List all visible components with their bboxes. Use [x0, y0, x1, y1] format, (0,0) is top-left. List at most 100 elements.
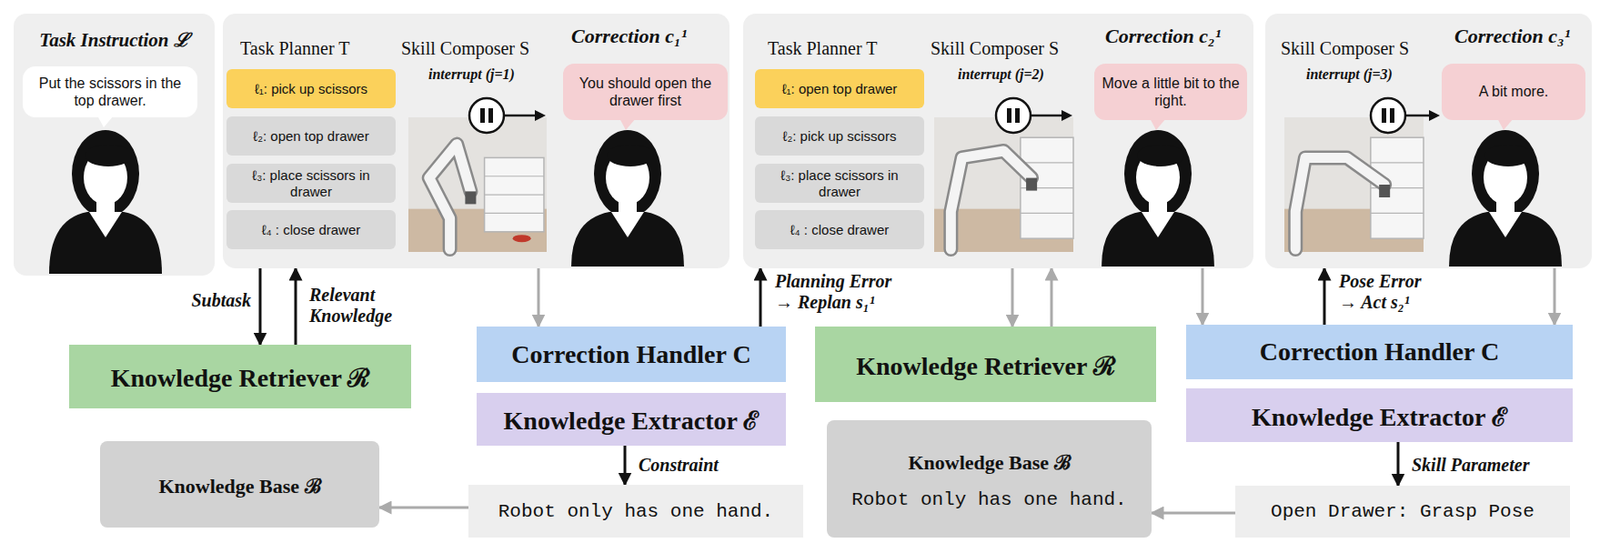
- resume-arrow: [1030, 114, 1064, 118]
- robot-gripper: [1378, 184, 1390, 198]
- drawer-unit: [1020, 137, 1074, 239]
- resume-arrow-head: [1428, 110, 1440, 121]
- panel-heading: Task Planner T: [767, 38, 877, 60]
- edge-label: Constraint: [638, 454, 757, 476]
- drawer-line: [484, 194, 544, 196]
- person-body: [571, 211, 685, 267]
- person-hair: [1471, 130, 1540, 218]
- panel-heading: Task Planner T: [240, 38, 350, 60]
- person-hair: [1124, 130, 1192, 218]
- stage-panel: Task Planner T Skill Composer S interrupt …: [222, 13, 730, 269]
- knowledge-text: Robot only has one hand.: [498, 501, 774, 523]
- knowledge-text: Open Drawer: Grasp Pose: [1270, 501, 1535, 523]
- arrow-connector: [1050, 268, 1054, 327]
- pause-bar: [1006, 108, 1012, 123]
- pause-bar: [488, 108, 494, 123]
- subtask-box: ℓ₃: place scissors in drawer: [226, 163, 396, 203]
- module-title: Knowledge Base ℬ: [158, 471, 321, 499]
- knowledge-entry-box: Open Drawer: Grasp Pose: [1235, 485, 1570, 538]
- person-body: [1101, 211, 1215, 267]
- resume-arrow: [1405, 114, 1431, 118]
- correction-heading: Correction c₂¹: [1105, 24, 1221, 49]
- person-fringe: [84, 144, 132, 167]
- knowledge-text: Robot only has one hand.: [851, 489, 1127, 511]
- person-body: [1449, 211, 1562, 267]
- drawer-line: [1020, 212, 1074, 214]
- arrow-connector: [537, 268, 541, 327]
- person-fringe: [606, 144, 655, 167]
- arrow-connector: [1201, 268, 1205, 325]
- stage-panel: Skill Composer Sinterrupt (j=3)Correctio…: [1265, 13, 1592, 269]
- subtask-text: ℓ₂: open top drawer: [252, 128, 369, 144]
- correction-heading: Correction c₁¹: [571, 24, 687, 49]
- panel-heading: Skill Composer S: [401, 38, 530, 60]
- panel-illustration: [13, 13, 215, 276]
- drawer-line: [484, 175, 544, 177]
- pause-icon: [996, 98, 1031, 133]
- module-box: Knowledge Retriever ℛ: [815, 326, 1157, 403]
- stage-panel: Task Instruction ℒ Put the scissors in th…: [13, 13, 215, 276]
- resume-arrow-head: [1061, 110, 1073, 121]
- drawer-line: [484, 212, 544, 214]
- arrow-connector: [1397, 442, 1400, 486]
- person-collar: [89, 211, 122, 238]
- utterance-text: Move a little bit to the right.: [1101, 74, 1240, 110]
- resume-arrow-head: [534, 110, 546, 121]
- person-collar: [1141, 211, 1175, 238]
- edge-label: Relevant Knowledge: [309, 284, 428, 327]
- edge-label: Skill Parameter: [1411, 454, 1571, 476]
- module-box: Correction Handler C: [476, 326, 786, 383]
- robot-arm: [950, 150, 1032, 250]
- panel-heading: Task Instruction ℒ: [19, 26, 210, 52]
- robot-arm-outline: [1295, 157, 1385, 250]
- robot-gripper: [1026, 178, 1037, 192]
- person-hair: [71, 130, 140, 218]
- edge-label: Pose Error → Act s₂¹: [1338, 271, 1441, 313]
- arrow-connector: [759, 268, 763, 327]
- speech-bubble: Move a little bit to the right.: [1094, 63, 1248, 121]
- subtask-text: ℓ₁: pick up scissors: [254, 80, 368, 97]
- robot-arm-outline: [429, 144, 472, 250]
- robot-arm: [1295, 157, 1385, 250]
- drawer-unit: [484, 157, 544, 232]
- person-body: [49, 211, 162, 274]
- module-title: Knowledge Extractor ℰ: [1251, 398, 1508, 433]
- subtask-box: ℓ₃: place scissors in drawer: [754, 163, 925, 203]
- photo-wall: [934, 117, 1074, 252]
- pause-bar: [1389, 108, 1395, 123]
- module-box: Correction Handler C: [1186, 324, 1573, 380]
- subtask-text: ℓ₁: open top drawer: [782, 80, 898, 97]
- module-box: Knowledge Extractor ℰ: [476, 392, 786, 446]
- person-collar: [611, 211, 645, 238]
- pause-bar: [1381, 108, 1387, 123]
- pause-icon: [469, 98, 504, 133]
- module-title: Knowledge Retriever ℛ: [110, 359, 371, 394]
- arrow-connector: [1011, 268, 1015, 327]
- speech-bubble: Put the scissors in the top drawer.: [22, 66, 198, 118]
- module-title: Correction Handler C: [511, 340, 751, 370]
- arrow-connector: [259, 268, 262, 345]
- knowledge-base-box: Knowledge Base ℬ: [100, 441, 380, 528]
- utterance-text: You should open the drawer first: [570, 74, 721, 110]
- module-title: Knowledge Base ℬ: [907, 447, 1070, 475]
- interrupt-label: interrupt (j=3): [1306, 66, 1393, 83]
- module-title: Correction Handler C: [1259, 337, 1500, 367]
- speech-bubble: A bit more.: [1441, 63, 1586, 121]
- interrupt-label: interrupt (j=1): [428, 66, 515, 83]
- module-title: Knowledge Extractor ℰ: [503, 402, 760, 437]
- subtask-box: ℓ₄ : close drawer: [226, 210, 396, 250]
- person-hair: [593, 130, 662, 218]
- person-collar: [1489, 211, 1522, 238]
- robot-arm-outline: [950, 150, 1032, 250]
- subtask-text: ℓ₂: pick up scissors: [783, 128, 897, 144]
- arrow-connector: [1553, 268, 1557, 325]
- drawer-line: [1370, 161, 1424, 163]
- drawer-line: [1370, 212, 1424, 214]
- arrow-connector: [294, 268, 298, 345]
- module-title: Knowledge Retriever ℛ: [855, 347, 1116, 383]
- subtask-text: ℓ₃: place scissors in drawer: [233, 167, 389, 200]
- utterance-text: A bit more.: [1479, 82, 1549, 101]
- person-fringe: [1137, 144, 1185, 167]
- module-box: Knowledge Retriever ℛ: [69, 344, 412, 409]
